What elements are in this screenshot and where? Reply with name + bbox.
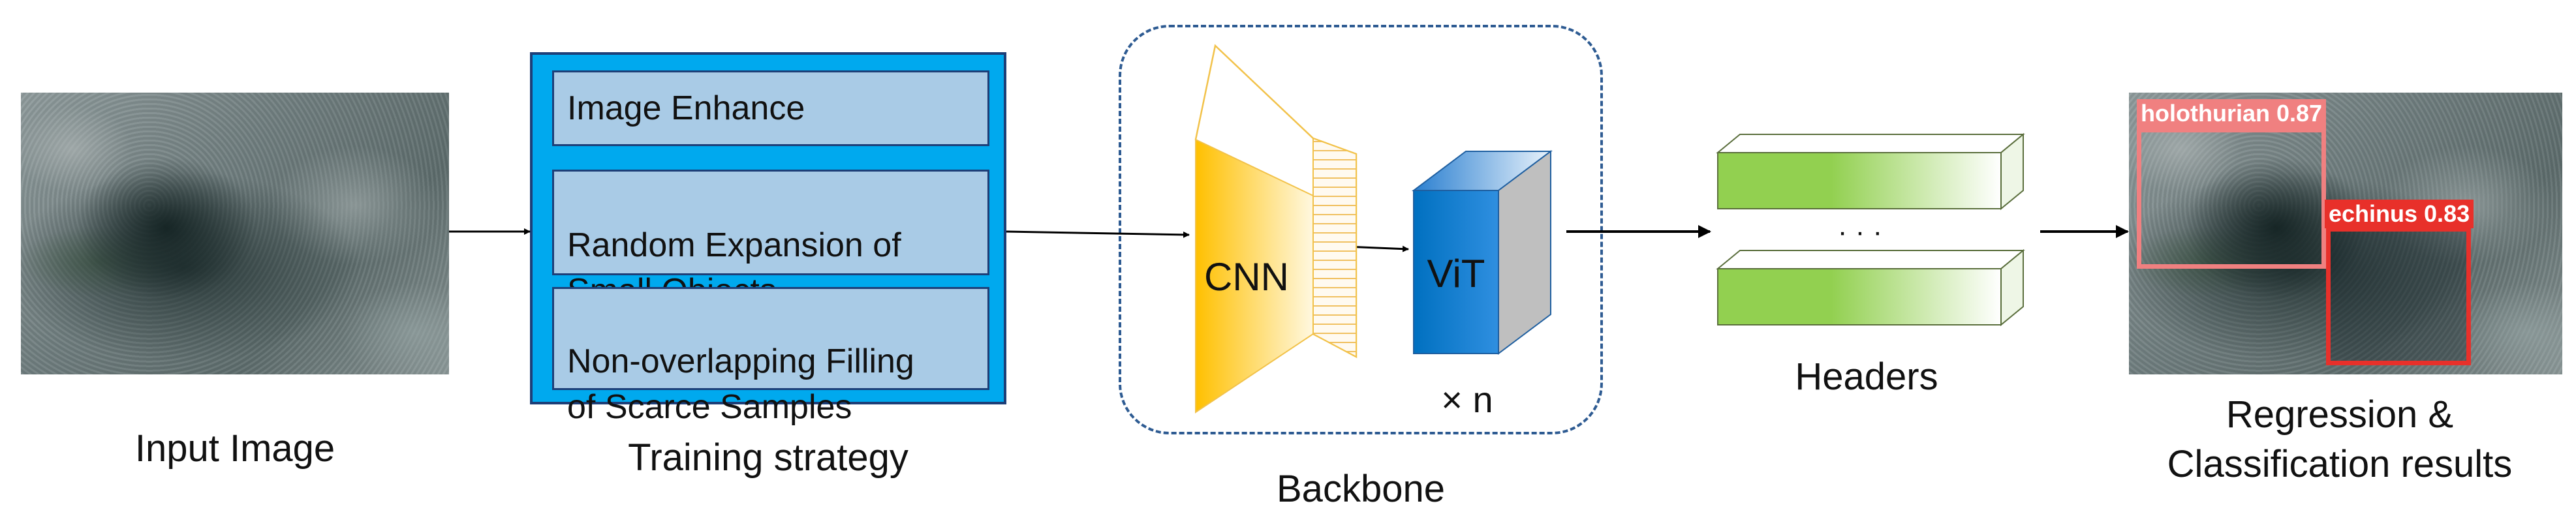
header-block-top	[1716, 132, 2025, 211]
input-image-caption: Input Image	[134, 427, 335, 470]
headers-ellipsis: · · ·	[1838, 216, 1882, 248]
strategy-item-label: Non-overlapping Filling of Scarce Sample…	[567, 342, 914, 426]
results-caption: Regression & Classification results	[2167, 393, 2513, 485]
training-strategy-caption: Training strategy	[628, 436, 908, 479]
strategy-item-label: Image Enhance	[567, 89, 805, 127]
result-image: holothurian 0.87 echinus 0.83	[2129, 93, 2562, 374]
backbone-caption: Backbone	[1277, 468, 1445, 510]
holothurian-detection-label: holothurian 0.87	[2137, 99, 2327, 128]
training-strategy-panel: Image Enhance Random Expansion of Small …	[530, 52, 1006, 426]
header-block-bottom	[1716, 249, 2025, 327]
input-image	[21, 93, 449, 374]
vit-label: ViT	[1427, 252, 1485, 295]
vit-block	[1412, 150, 1553, 355]
strategy-item-random-expansion: Random Expansion of Small Objects	[552, 170, 989, 310]
strategy-item-non-overlapping-filling: Non-overlapping Filling of Scarce Sample…	[552, 287, 989, 426]
echinus-detection-label: echinus 0.83	[2325, 200, 2474, 228]
cnn-block	[1194, 44, 1358, 414]
strategy-item-image-enhance: Image Enhance	[552, 70, 989, 146]
echinus-bounding-box	[2326, 227, 2471, 365]
holothurian-bounding-box	[2137, 128, 2326, 269]
arrow-training-to-backbone	[1006, 230, 1190, 238]
repeat-label: × n	[1441, 379, 1493, 420]
headers-caption: Headers	[1795, 355, 1938, 398]
cnn-label: CNN	[1204, 255, 1289, 299]
backbone-frame	[1119, 25, 1603, 434]
